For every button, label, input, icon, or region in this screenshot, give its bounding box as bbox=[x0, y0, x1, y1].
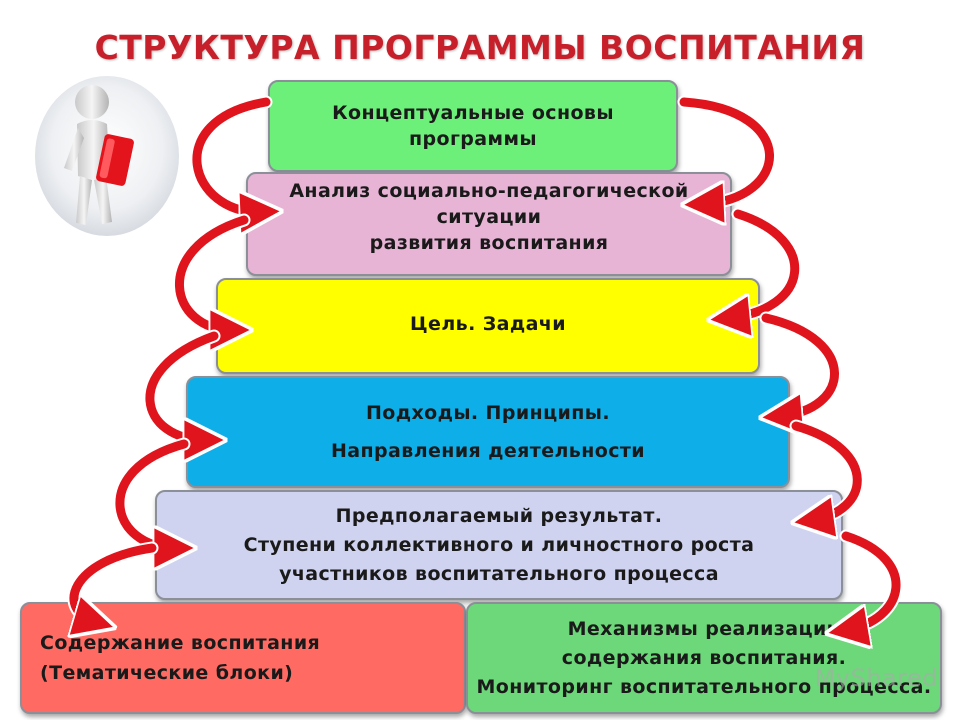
block-line: ситуации bbox=[436, 206, 542, 228]
block-expected-result: Предполагаемый результат. Ступени коллек… bbox=[155, 490, 843, 600]
arrow-right-4 bbox=[796, 419, 864, 520]
block-line: содержания воспитания. bbox=[561, 646, 847, 669]
arrow-left-3 bbox=[143, 329, 214, 440]
arrow-right-3 bbox=[766, 311, 841, 416]
block-line: Концептуальные основы bbox=[332, 102, 614, 124]
block-line: Механизмы реализации bbox=[567, 617, 841, 640]
arrow-right-2 bbox=[728, 207, 801, 318]
block-approaches-principles: Подходы. Принципы. Направления деятельно… bbox=[186, 376, 790, 488]
block-line: Ступени коллективного и личностного рост… bbox=[243, 533, 755, 556]
block-line: (Тематические блоки) bbox=[40, 662, 294, 684]
arrow-left-2 bbox=[173, 213, 244, 330]
block-goal-tasks: Цель. Задачи bbox=[216, 278, 760, 374]
block-line: развития воспитания bbox=[369, 232, 609, 254]
block-line: Предполагаемый результат. bbox=[335, 504, 663, 527]
block-line: Анализ социально-педагогической bbox=[289, 180, 689, 202]
slide-title: СТРУКТУРА ПРОГРАММЫ ВОСПИТАНИЯ bbox=[94, 28, 866, 67]
block-conceptual-basis: Концептуальные основы программы bbox=[268, 80, 678, 172]
block-line: Направления деятельности bbox=[331, 440, 645, 462]
arrow-left-5 bbox=[74, 541, 159, 622]
block-situation-analysis: Анализ социально-педагогической ситуации… bbox=[246, 172, 732, 276]
watermark-logo: MyShared bbox=[814, 664, 938, 692]
block-line: программы bbox=[409, 128, 537, 150]
arrow-right-1 bbox=[677, 95, 776, 204]
arrow-left-4 bbox=[113, 437, 184, 548]
block-line: Мониторинг воспитательного процесса. bbox=[476, 675, 932, 698]
arrow-right-5 bbox=[846, 529, 903, 630]
block-line: Подходы. Принципы. bbox=[365, 402, 611, 424]
person-with-red-card-icon bbox=[35, 76, 179, 236]
block-line: участников воспитательного процесса bbox=[279, 562, 719, 585]
arrow-left-1 bbox=[190, 95, 266, 212]
block-line: Цель. Задачи bbox=[410, 313, 566, 335]
